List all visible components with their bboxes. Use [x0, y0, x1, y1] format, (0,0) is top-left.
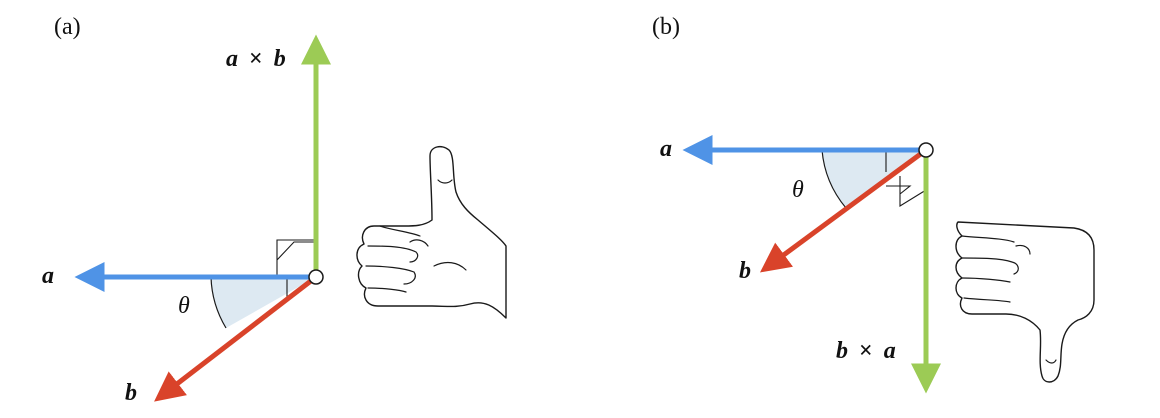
- panel-a-cross-left: a: [226, 46, 238, 72]
- panel-b-origin: [918, 142, 934, 158]
- panel-a-vector-b: [154, 275, 318, 402]
- panel-a-label: (a): [54, 14, 81, 40]
- panel-b-label: (b): [652, 14, 680, 40]
- panel-b-label-b: b: [739, 258, 751, 284]
- panel-b-cross-right: a: [884, 338, 896, 364]
- panel-a-angle-arc: [210, 276, 227, 329]
- panel-a: (a) a b θ a × b: [42, 14, 507, 406]
- panel-b: (b) a b θ b × a: [652, 14, 1095, 394]
- panel-b-label-a: a: [660, 136, 672, 162]
- panel-a-label-a: a: [42, 263, 54, 289]
- panel-b-angle-wedge: [822, 150, 926, 208]
- thumbs-down-icon: [955, 221, 1095, 383]
- panel-a-label-cross: a × b: [226, 46, 286, 72]
- panel-b-label-cross: b × a: [836, 338, 896, 364]
- panel-a-cross-op: ×: [249, 46, 263, 72]
- panel-b-vector-b: [759, 147, 928, 273]
- panel-a-right-angle-marker: [276, 239, 316, 298]
- panel-b-right-angle-marker: [885, 150, 927, 207]
- panel-a-angle-wedge: [211, 277, 316, 328]
- thumbs-up-icon: [356, 145, 507, 319]
- panel-a-label-b: b: [125, 380, 137, 406]
- panel-a-label-theta: θ: [178, 293, 190, 319]
- panel-b-cross-op: ×: [859, 338, 873, 364]
- panel-b-cross-left: b: [836, 338, 848, 364]
- panel-a-cross-right: b: [274, 46, 286, 72]
- panel-b-label-theta: θ: [792, 177, 804, 203]
- panel-a-origin: [308, 269, 324, 285]
- panel-b-angle-arc: [821, 149, 847, 209]
